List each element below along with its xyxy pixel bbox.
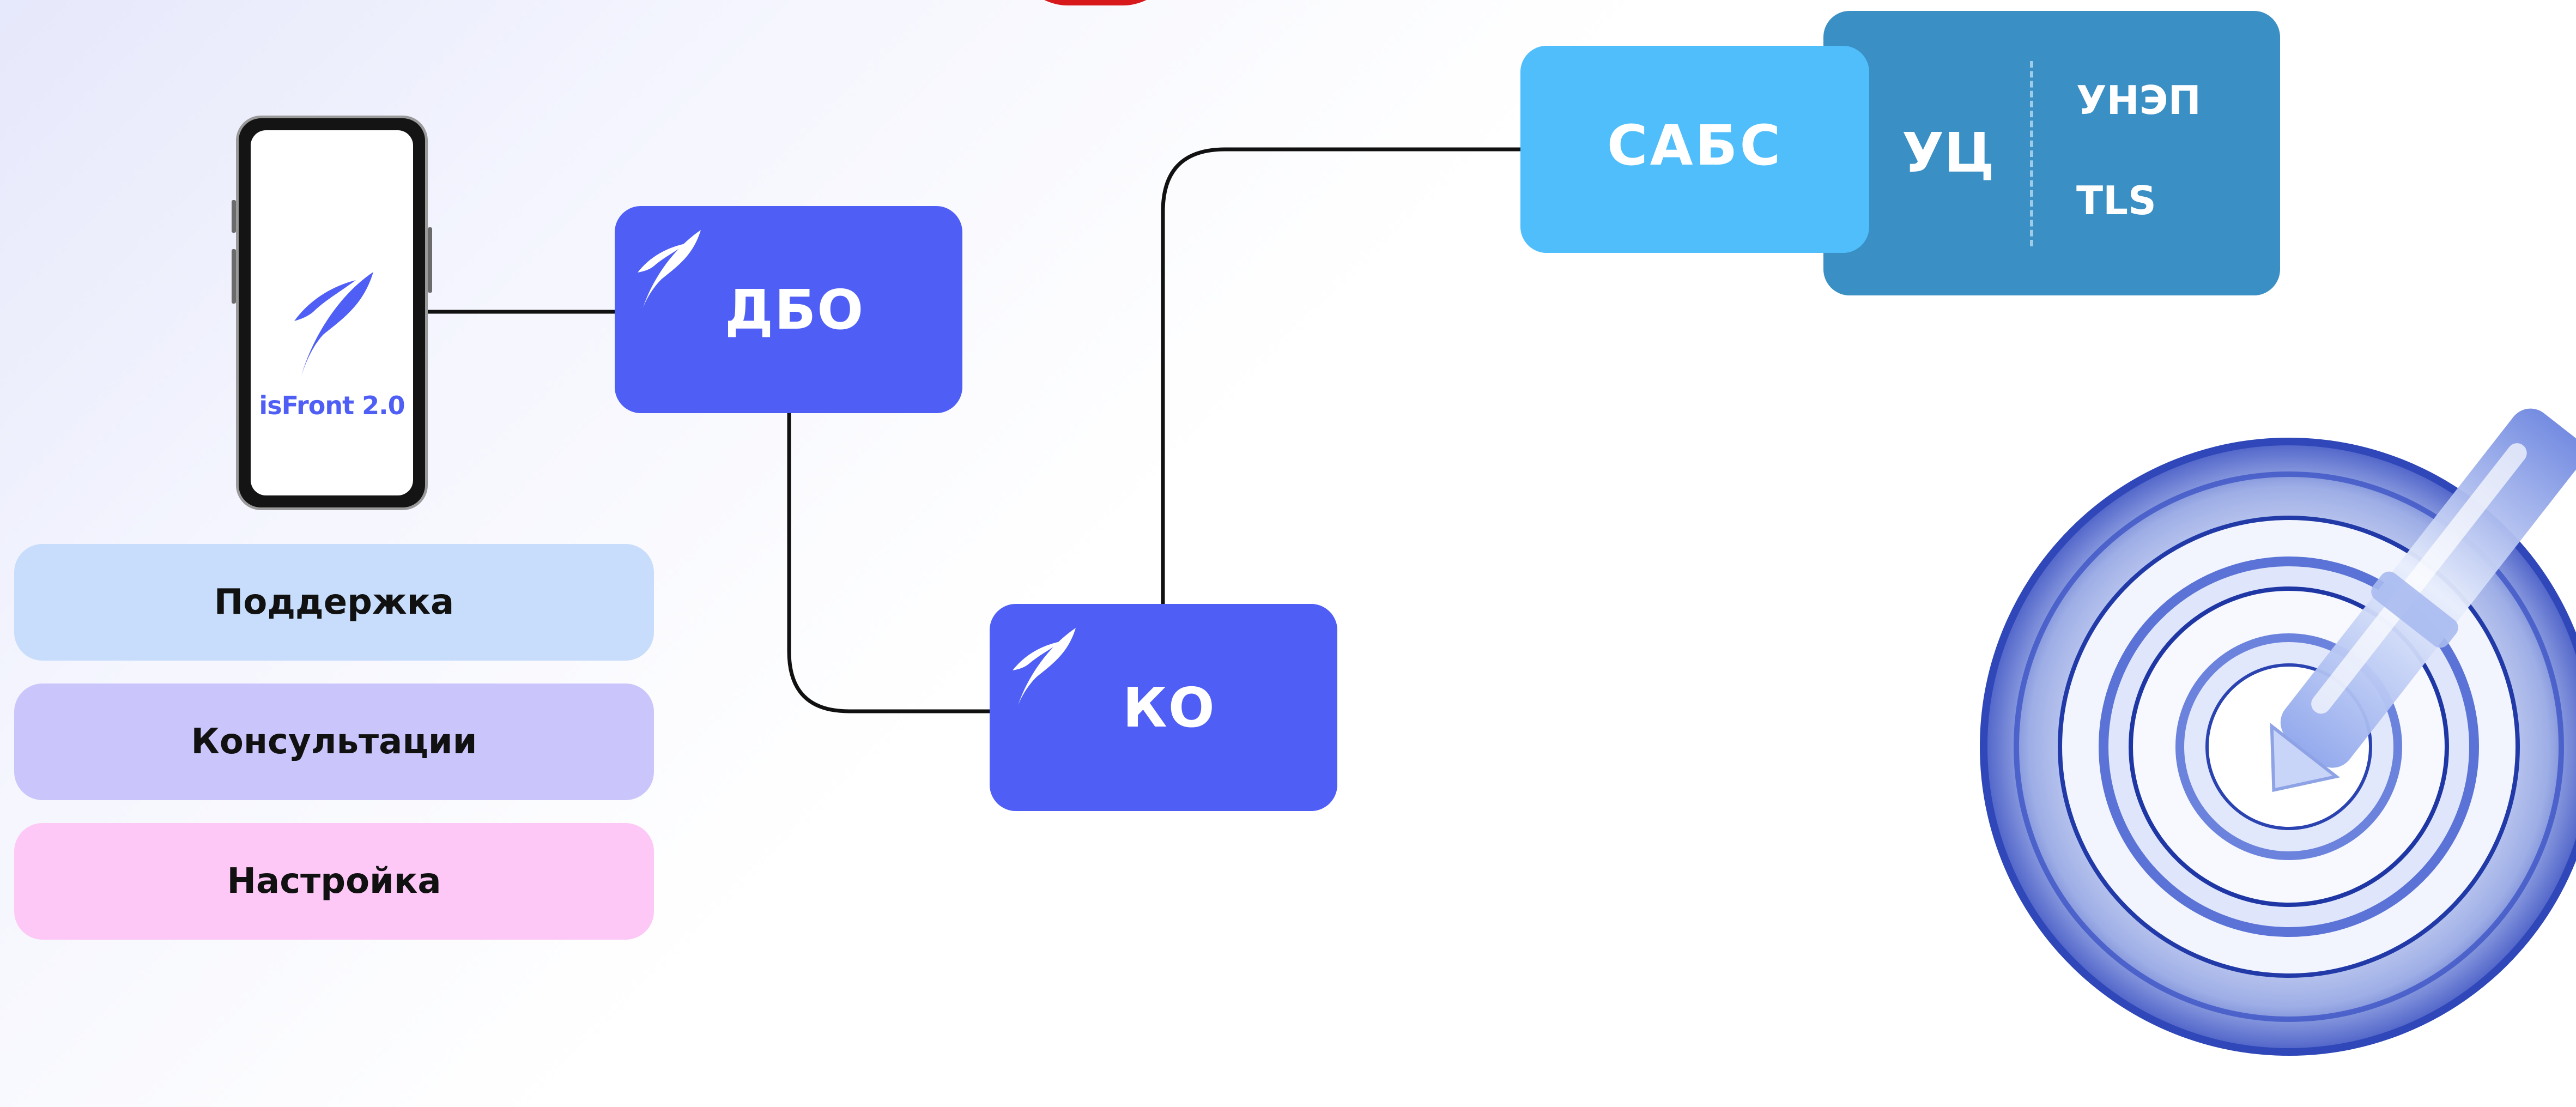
phone-side-button bbox=[232, 249, 236, 304]
uc-label: УЦ bbox=[1902, 121, 1995, 185]
sabs-node: САБС bbox=[1520, 46, 1869, 253]
service-setup: Настройка bbox=[14, 823, 654, 940]
connector-ko-sabs bbox=[1161, 147, 1520, 604]
isfront-logo-icon bbox=[294, 272, 373, 376]
service-support: Поддержка bbox=[14, 544, 654, 661]
uc-item-unep: УНЭП bbox=[2076, 77, 2201, 123]
phone-side-button bbox=[428, 227, 432, 293]
top-accent-shape bbox=[1014, 0, 1177, 5]
phone-screen: isFront 2.0 bbox=[251, 130, 413, 495]
uc-node bbox=[1823, 11, 2280, 295]
target-arrow-icon bbox=[1980, 408, 2576, 1056]
dbo-node: ДБО bbox=[615, 206, 962, 413]
isfront-logo-icon bbox=[1013, 628, 1076, 705]
sabs-label: САБС bbox=[1607, 113, 1783, 178]
ko-node: КО bbox=[990, 604, 1337, 811]
isfront-logo-icon bbox=[638, 230, 701, 307]
phone-brand-label: isFront 2.0 bbox=[259, 391, 405, 420]
connector-dbo-ko bbox=[787, 413, 990, 713]
service-consultations: Консультации bbox=[14, 683, 654, 800]
ko-label: КО bbox=[1123, 676, 1216, 740]
uc-divider bbox=[2030, 61, 2033, 246]
phone-side-button bbox=[232, 200, 236, 233]
dbo-label: ДБО bbox=[725, 278, 865, 342]
uc-item-tls: TLS bbox=[2076, 178, 2156, 223]
phone-device: isFront 2.0 bbox=[232, 116, 432, 510]
